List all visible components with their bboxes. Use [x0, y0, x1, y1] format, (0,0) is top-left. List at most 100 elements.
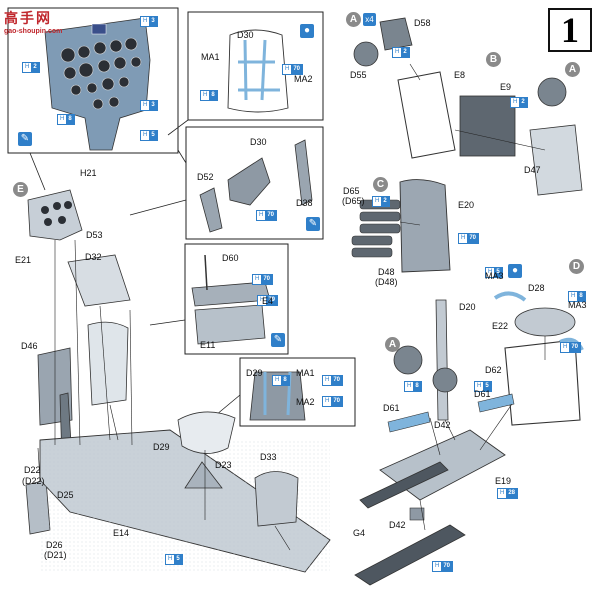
label-MA2: MA2: [296, 397, 315, 407]
circle-B: B: [486, 52, 501, 67]
circle-A-gun: A: [385, 337, 400, 352]
bulkhead: [87, 321, 129, 406]
seat-outline: [227, 29, 289, 113]
glue-icon: ●: [300, 24, 314, 38]
gun-G4: [354, 524, 466, 586]
label-D26: D26: [46, 540, 63, 550]
label-D30: D30: [250, 137, 267, 147]
circle-E: E: [13, 182, 28, 197]
seat-frame-D38: [294, 139, 313, 206]
strap-MA3-left: [493, 291, 527, 302]
rod-D20: [435, 299, 449, 421]
barrel-D61-left: [387, 411, 431, 433]
paintbrush-icon: ✎: [18, 132, 32, 146]
label-E14: E14: [113, 528, 130, 538]
label-D65: D65: [343, 186, 360, 196]
label-D48-alt: (D48): [375, 277, 398, 287]
circle-C: C: [373, 177, 388, 192]
glue-icon: ●: [508, 264, 522, 278]
label-E19: E19: [495, 476, 512, 486]
label-E20: E20: [458, 200, 475, 210]
label-G4: G4: [353, 528, 366, 538]
label-D33: D33: [260, 452, 277, 462]
gunsight-D53: [27, 189, 83, 241]
floor-E11: [194, 304, 266, 345]
label-D28: D28: [528, 283, 545, 293]
label-MA1: MA1: [296, 368, 315, 378]
seat-cushion-D28: [514, 307, 576, 337]
part-D23: [184, 461, 223, 489]
firewall-E20: [399, 179, 451, 273]
label-D22: D22: [24, 465, 41, 475]
seat-bracket-D52: [199, 187, 223, 233]
paintbrush-icon: ✎: [271, 333, 285, 347]
label-D48: D48: [378, 267, 395, 277]
part-D47: [529, 124, 583, 196]
part-D58: [379, 17, 413, 51]
label-D22-alt: (D22): [22, 476, 45, 486]
label-D42: D42: [389, 520, 406, 530]
part-D55: [353, 41, 379, 67]
label-D53: D53: [86, 230, 103, 240]
label-MA1: MA1: [201, 52, 220, 62]
label-E21: E21: [15, 255, 32, 265]
watermark-url: gao-shoupin.com: [4, 28, 63, 35]
circle-D: D: [569, 259, 584, 274]
label-D25: D25: [57, 490, 74, 500]
frame-E8: [397, 71, 456, 159]
label-E4: E4: [262, 296, 274, 306]
block-E9: [459, 95, 516, 157]
label-D30: D30: [237, 30, 254, 40]
seat-D29: [177, 411, 236, 454]
label-H21: H21: [80, 168, 97, 178]
label-D65-alt: (D65): [342, 196, 365, 206]
label-D62: D62: [485, 365, 502, 375]
label-D29: D29: [153, 442, 170, 452]
label-D32: D32: [85, 252, 102, 262]
label-D38: D38: [296, 198, 313, 208]
step-number: 1: [548, 8, 592, 52]
circle-A-right: A: [565, 62, 580, 77]
label-MA3: MA3: [485, 271, 504, 281]
label-D21-alt: (D21): [44, 550, 67, 560]
label-MA3: MA3: [568, 300, 587, 310]
label-D61: D61: [474, 389, 491, 399]
circle-A: A: [346, 12, 361, 27]
leader-lines-right: [399, 63, 546, 531]
paintbrush-icon: ✎: [306, 217, 320, 231]
seat-D30: [227, 157, 271, 206]
label-D61: D61: [383, 403, 400, 413]
part-D42: [409, 507, 425, 521]
label-E8: E8: [454, 70, 466, 80]
gun-upper: [359, 461, 449, 509]
harness-straps: [238, 39, 280, 101]
instrument-dials: [60, 37, 142, 110]
cylinders-D48: [351, 235, 393, 258]
watermark-text: 高手网: [4, 10, 52, 26]
